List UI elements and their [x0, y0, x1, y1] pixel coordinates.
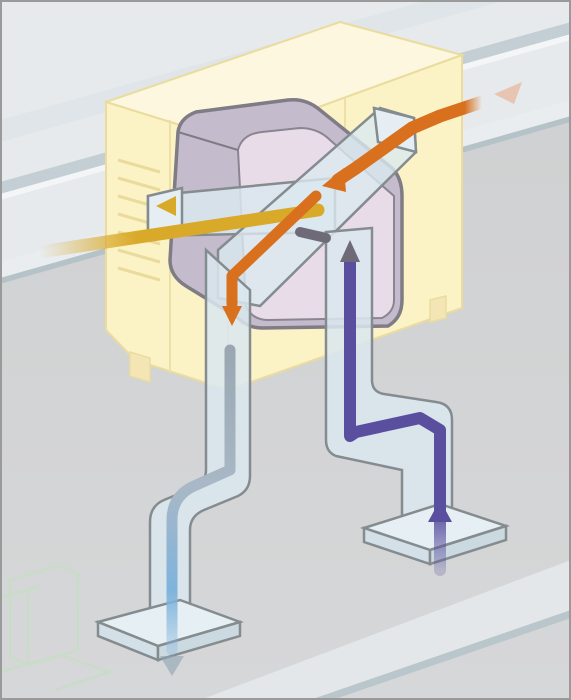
arrow-head-icon — [160, 656, 184, 676]
arrow-head-icon — [156, 196, 176, 216]
return-duct — [324, 226, 454, 530]
warm-transfer-flow — [226, 190, 322, 310]
intake-air-flow — [331, 95, 489, 187]
exhaust-air-flow — [33, 203, 325, 259]
air-flows — [33, 82, 522, 676]
arrow-head-icon — [222, 306, 242, 326]
arrow-head-icon — [340, 240, 360, 262]
arrow-tail-icon — [494, 82, 522, 104]
floor-strip — [200, 560, 571, 700]
arrow-head-icon — [322, 168, 346, 192]
arrow-head-icon — [428, 500, 452, 522]
supply-air-flow — [166, 344, 236, 656]
ghost-fixture — [0, 563, 114, 692]
floor-strip-line — [310, 610, 571, 700]
